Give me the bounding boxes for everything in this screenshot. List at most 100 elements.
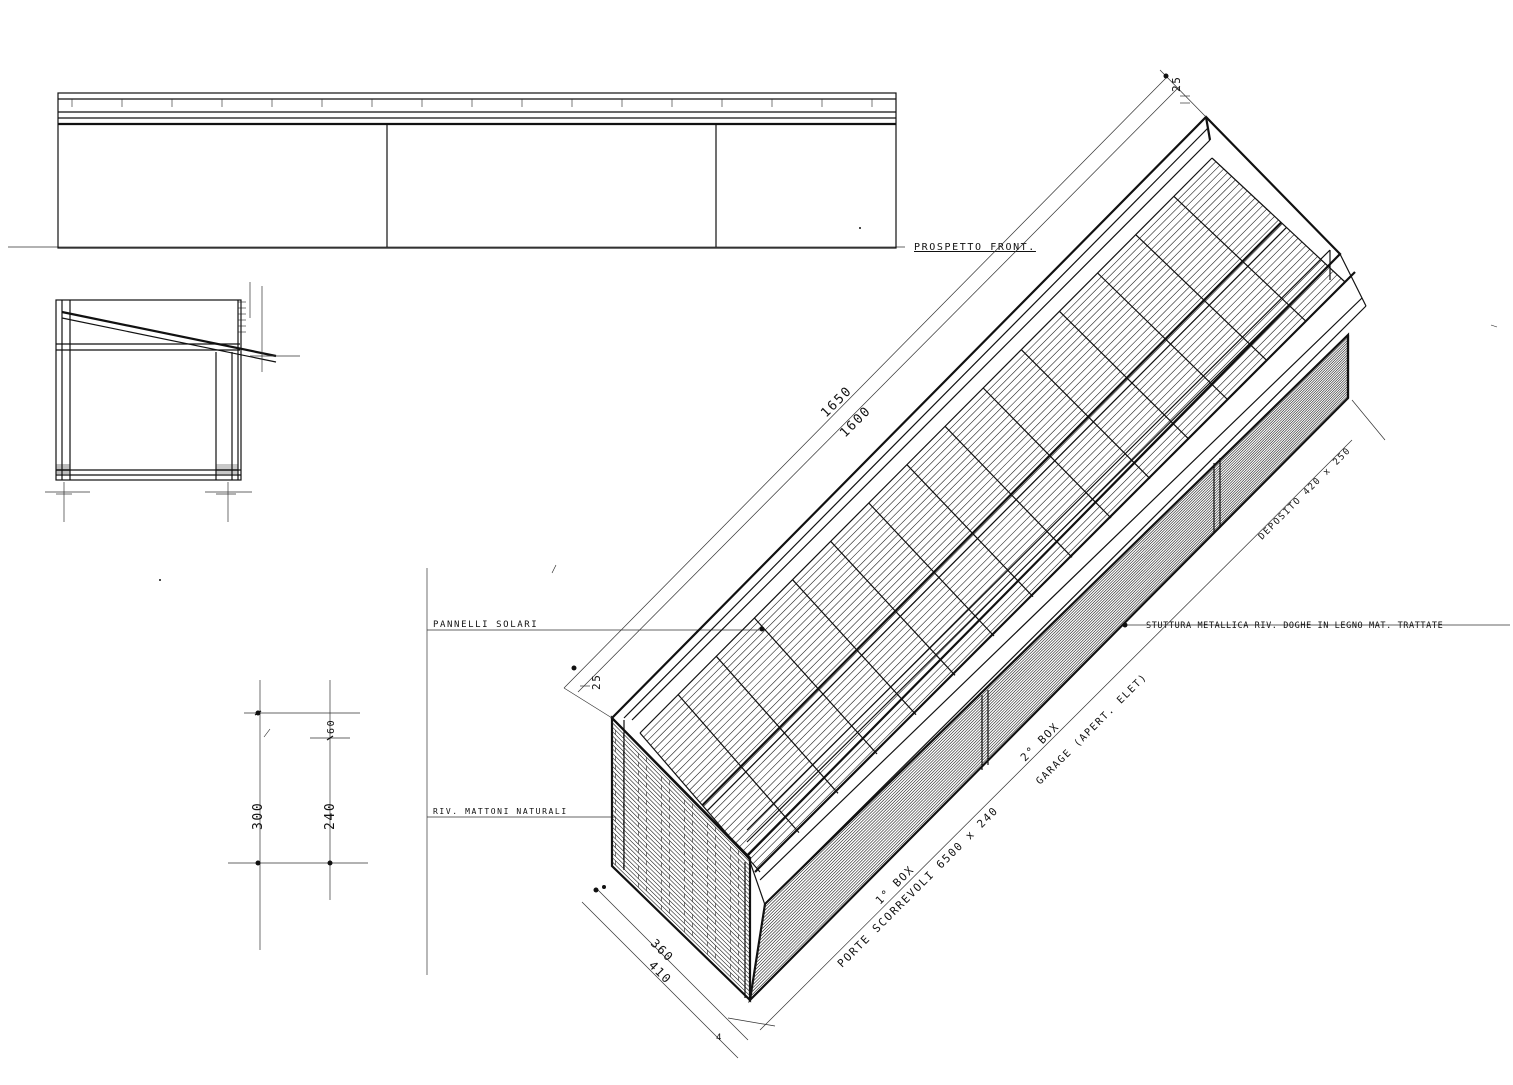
solar-panel-joint bbox=[982, 387, 1112, 519]
timber-board-line bbox=[759, 359, 1349, 942]
front-elevation-label: PROSPETTO FRONT. bbox=[914, 242, 1036, 253]
roof-mid-beam bbox=[701, 221, 1282, 807]
solar-panel-joint bbox=[944, 425, 1073, 558]
solar-panel-joint bbox=[1173, 195, 1307, 322]
solar-panel-joint bbox=[753, 617, 878, 755]
brick-course-line bbox=[611, 830, 751, 967]
brick-course-line bbox=[611, 844, 751, 980]
brick-course-line bbox=[611, 817, 751, 955]
brick-course-line bbox=[611, 722, 751, 863]
brick-course-line bbox=[611, 787, 751, 926]
steel-structure-label: STUTTURA METALLICA RIV. DOGHE IN LEGNO M… bbox=[1146, 621, 1443, 631]
solar-panel-divisions bbox=[639, 157, 1346, 873]
brick-course-line bbox=[611, 735, 751, 875]
stray-marks bbox=[159, 227, 1498, 738]
brick-course-line bbox=[611, 761, 751, 900]
brick-course-line bbox=[611, 826, 751, 963]
brick-course-line bbox=[611, 809, 751, 946]
timber-board-line bbox=[762, 344, 1349, 919]
solar-panel-joint bbox=[1097, 272, 1229, 401]
solar-panel-joint bbox=[792, 579, 917, 716]
panel-strip-line bbox=[720, 241, 1303, 828]
panel-strip-line bbox=[724, 245, 1307, 832]
dimension-1600: 1600 bbox=[837, 404, 874, 441]
timber-board-line bbox=[755, 373, 1349, 964]
brick-course-line bbox=[611, 739, 751, 880]
timber-board-line bbox=[756, 368, 1349, 956]
dimension-25-bottom: 25 bbox=[590, 674, 603, 690]
panel-strip-line bbox=[650, 168, 1224, 746]
brick-course-line bbox=[611, 857, 751, 992]
panel-strip-line bbox=[738, 259, 1322, 848]
sliding-doors-label: PORTE SCORREVOLI 6500 x 240 bbox=[835, 804, 1001, 970]
timber-board-line bbox=[763, 342, 1349, 916]
brick-course-line bbox=[611, 752, 751, 892]
timber-board-line bbox=[760, 351, 1349, 931]
timber-board-line bbox=[753, 383, 1349, 979]
panel-strip-line bbox=[664, 183, 1240, 762]
panel-strip-line bbox=[668, 186, 1244, 766]
solar-panel-joint bbox=[906, 464, 1034, 598]
solar-panel-joint bbox=[1211, 157, 1346, 283]
solar-panel-joint bbox=[868, 502, 995, 637]
panel-strip-line bbox=[643, 161, 1217, 738]
timber-board-line bbox=[753, 380, 1349, 975]
front-roof-panel-joints bbox=[71, 99, 873, 107]
timber-board-line bbox=[764, 337, 1349, 908]
timber-board-line bbox=[761, 346, 1349, 923]
panel-strip-line bbox=[731, 252, 1314, 840]
timber-board-line bbox=[760, 354, 1349, 934]
panel-strip-line bbox=[752, 274, 1338, 865]
height-roof-value: 60 bbox=[326, 719, 337, 734]
timber-board-line bbox=[758, 361, 1349, 945]
timber-board-line bbox=[750, 395, 1349, 997]
panel-strip-line bbox=[703, 223, 1283, 807]
timber-board-line bbox=[757, 363, 1349, 949]
timber-board-line bbox=[761, 349, 1349, 927]
brick-course-line bbox=[611, 765, 751, 905]
timber-board-line bbox=[752, 388, 1349, 986]
height-total-value: 300 bbox=[251, 802, 266, 830]
callout-leaders: PANNELLI SOLARI RIV. MATTONI NATURALI ST… bbox=[426, 568, 1510, 975]
brick-course-line bbox=[611, 783, 751, 921]
brick-cladding-label: RIV. MATTONI NATURALI bbox=[433, 807, 568, 816]
panel-strip-line bbox=[749, 270, 1334, 860]
brick-course-line bbox=[611, 778, 751, 917]
brick-course-line bbox=[611, 852, 751, 988]
timber-board-line bbox=[757, 366, 1349, 953]
panel-strip-line bbox=[699, 219, 1279, 803]
solar-panel-joint bbox=[1135, 234, 1268, 362]
solar-panel-joint bbox=[715, 655, 839, 794]
solar-panels-label: PANNELLI SOLARI bbox=[433, 620, 538, 630]
panel-strip-line bbox=[671, 190, 1248, 771]
timber-board-line bbox=[759, 356, 1349, 938]
height-dimensions: 300 240 60 bbox=[228, 680, 368, 950]
panel-strip-line bbox=[728, 248, 1311, 836]
panel-strip-line bbox=[710, 230, 1291, 815]
brick-course-line bbox=[611, 730, 751, 871]
panel-strip-line bbox=[713, 234, 1295, 820]
brick-course-line bbox=[611, 770, 751, 909]
brick-course-line bbox=[611, 839, 751, 976]
panel-strip-line bbox=[678, 197, 1256, 779]
brick-course-line bbox=[611, 848, 751, 984]
brick-course-line bbox=[611, 791, 751, 930]
brick-cladding-pattern bbox=[611, 722, 751, 997]
panel-strip-line bbox=[657, 176, 1232, 754]
solar-panel-joint bbox=[830, 540, 956, 676]
front-elevation-view: PROSPETTO FRONT. bbox=[8, 92, 1036, 253]
roof-mid-beam bbox=[706, 227, 1287, 812]
timber-board-line bbox=[756, 371, 1349, 960]
brick-course-line bbox=[611, 813, 751, 951]
side-section-view bbox=[45, 282, 300, 522]
panel-strip-line bbox=[660, 179, 1236, 758]
brick-course-line bbox=[611, 804, 751, 942]
panel-strip-line bbox=[689, 208, 1267, 791]
solar-panel-joint bbox=[1059, 310, 1190, 440]
panel-strip-line bbox=[685, 205, 1264, 787]
dimension-4: 4 bbox=[716, 1033, 723, 1043]
height-wall-value: 240 bbox=[323, 802, 338, 830]
timber-board-line bbox=[754, 375, 1349, 967]
panel-strip-line bbox=[756, 278, 1342, 869]
brick-course-line bbox=[611, 774, 751, 913]
